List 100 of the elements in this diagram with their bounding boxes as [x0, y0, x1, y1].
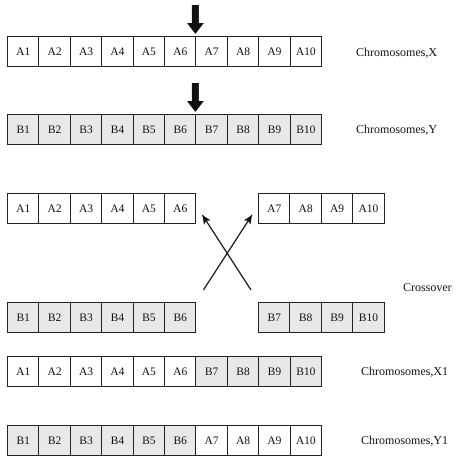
gene-label: B10: [296, 124, 316, 136]
gene-cell: [258, 302, 290, 333]
row-label: Chromosomes,Y: [356, 122, 437, 137]
block-arrow: [186, 83, 204, 112]
gene-cell: [195, 356, 228, 387]
gene-cell: [164, 356, 196, 387]
gene-cell: [258, 425, 291, 456]
gene-label: B6: [173, 312, 187, 324]
gene-cell: [289, 302, 322, 333]
gene-label: B1: [16, 434, 30, 446]
gene-cell: [226, 114, 260, 145]
gene-cell: [132, 36, 165, 67]
gene-cell: [70, 356, 102, 387]
gene-cell: [320, 302, 354, 333]
gene-label: A2: [48, 46, 62, 58]
gene-cell: [289, 193, 322, 224]
gene-cell: [164, 193, 196, 224]
gene-cell: [352, 193, 385, 224]
gene-label: A7: [204, 434, 219, 446]
gene-cell: [38, 356, 71, 387]
gene-label: A7: [267, 202, 282, 214]
gene-label: A10: [296, 434, 316, 446]
gene-label: A6: [173, 202, 188, 214]
gene-cell: [70, 114, 102, 145]
gene-cell: [101, 36, 134, 67]
gene-label: B4: [110, 312, 124, 324]
gene-cell: [226, 36, 260, 67]
gene-label: A2: [48, 202, 62, 214]
gene-cell: [258, 36, 291, 67]
gene-cell: [320, 193, 354, 224]
gene-cell: [164, 114, 196, 145]
gene-cell: [195, 36, 228, 67]
gene-label: B7: [204, 366, 218, 378]
gene-label: A4: [110, 46, 124, 58]
gene-cell: [290, 356, 322, 387]
gene-cell: [258, 114, 291, 145]
gene-cell: [258, 356, 291, 387]
gene-label: B9: [268, 366, 282, 378]
gene-cell: [132, 193, 165, 224]
gene-label: A5: [142, 366, 156, 378]
gene-label: A3: [78, 202, 94, 214]
gene-cell: [7, 356, 40, 387]
gene-cell: [38, 193, 71, 224]
gene-cell: [7, 302, 40, 333]
gene-cell: [38, 114, 71, 145]
gene-cell: [101, 114, 134, 145]
gene-label: B1: [16, 312, 30, 324]
gene-label: A1: [16, 366, 30, 378]
gene-label: B2: [48, 312, 62, 324]
gene-cell: [101, 356, 134, 387]
gene-cell: [132, 356, 165, 387]
gene-cell: [226, 425, 260, 456]
gene-label: B1: [16, 124, 30, 136]
gene-cell: [164, 425, 196, 456]
gene-label: A4: [110, 366, 124, 378]
gene-label: B7: [267, 312, 281, 324]
gene-label: A3: [78, 366, 94, 378]
gene-label: B8: [236, 366, 250, 378]
gene-label: A9: [267, 434, 282, 446]
gene-label: B2: [48, 124, 62, 136]
gene-cell: [290, 114, 322, 145]
gene-cell: [38, 425, 71, 456]
gene-cell: [290, 425, 322, 456]
gene-cell: [132, 302, 165, 333]
gene-label: A5: [142, 202, 156, 214]
row-label: Crossover: [403, 280, 452, 295]
gene-label: B6: [173, 124, 187, 136]
gene-label: B8: [298, 312, 312, 324]
gene-label: B3: [79, 124, 93, 136]
gene-cell: [290, 36, 322, 67]
gene-cell: [70, 193, 102, 224]
gene-label: A1: [16, 46, 30, 58]
gene-label: A10: [296, 46, 316, 58]
gene-label: B10: [358, 312, 378, 324]
gene-label: A1: [16, 202, 30, 214]
gene-cell: [164, 36, 196, 67]
gene-label: A6: [173, 366, 188, 378]
gene-cell: [7, 36, 40, 67]
gene-cell: [101, 425, 134, 456]
gene-label: A5: [142, 46, 156, 58]
gene-label: B3: [79, 434, 93, 446]
gene-label: B6: [173, 434, 187, 446]
gene-cell: [7, 193, 40, 224]
gene-cell: [164, 302, 196, 333]
gene-cell: [352, 302, 385, 333]
gene-label: B5: [142, 434, 156, 446]
gene-label: A6: [173, 46, 188, 58]
gene-cell: [70, 302, 102, 333]
gene-cell: [258, 193, 290, 224]
gene-label: B9: [268, 124, 282, 136]
gene-label: A9: [267, 46, 282, 58]
gene-cell: [195, 425, 228, 456]
gene-cell: [101, 302, 134, 333]
gene-label: B4: [110, 124, 124, 136]
row-label: Chromosomes,X1: [361, 364, 448, 379]
gene-label: B10: [296, 366, 316, 378]
gene-cell: [38, 302, 71, 333]
gene-cell: [132, 425, 165, 456]
gene-label: A10: [358, 202, 378, 214]
gene-cell: [195, 114, 228, 145]
